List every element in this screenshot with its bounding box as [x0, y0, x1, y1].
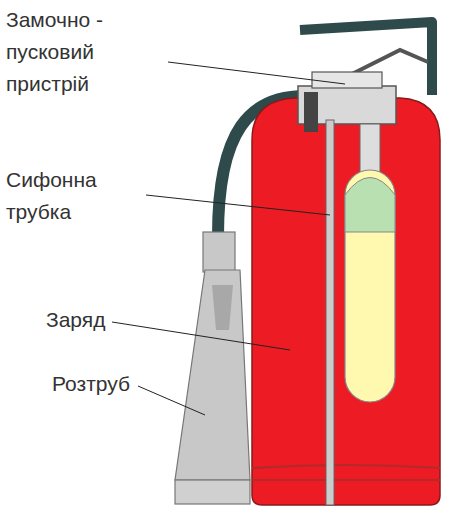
cylinder-body: [252, 98, 440, 505]
part-label: Розтруб: [52, 368, 192, 400]
label-holder: Заряд: [46, 304, 186, 336]
label-holder: Сифонна трубка: [6, 164, 146, 228]
label-holder: Замочно - пусковий пристрій: [6, 4, 166, 100]
base-ring: [252, 465, 440, 480]
valve-top: [312, 72, 382, 88]
part-label: Замочно - пусковий пристрій: [6, 4, 166, 100]
label-holder: Розтруб: [52, 368, 192, 400]
cartridge-top: [345, 178, 395, 233]
valve-outlet: [304, 92, 318, 132]
horn: [175, 270, 250, 480]
cartridge-neck: [360, 124, 380, 176]
part-label: Заряд: [46, 304, 186, 336]
handle: [300, 22, 432, 95]
horn-ring: [175, 480, 250, 504]
horn-inner: [212, 285, 233, 330]
gas-cartridge: [345, 170, 395, 402]
siphon-tube: [326, 120, 334, 505]
leader-line: [146, 195, 330, 215]
leader-line: [112, 322, 290, 350]
leader-line: [138, 386, 205, 415]
leader-line: [168, 62, 345, 84]
part-label: Сифонна трубка: [6, 164, 146, 228]
horn-coupling: [203, 232, 235, 272]
